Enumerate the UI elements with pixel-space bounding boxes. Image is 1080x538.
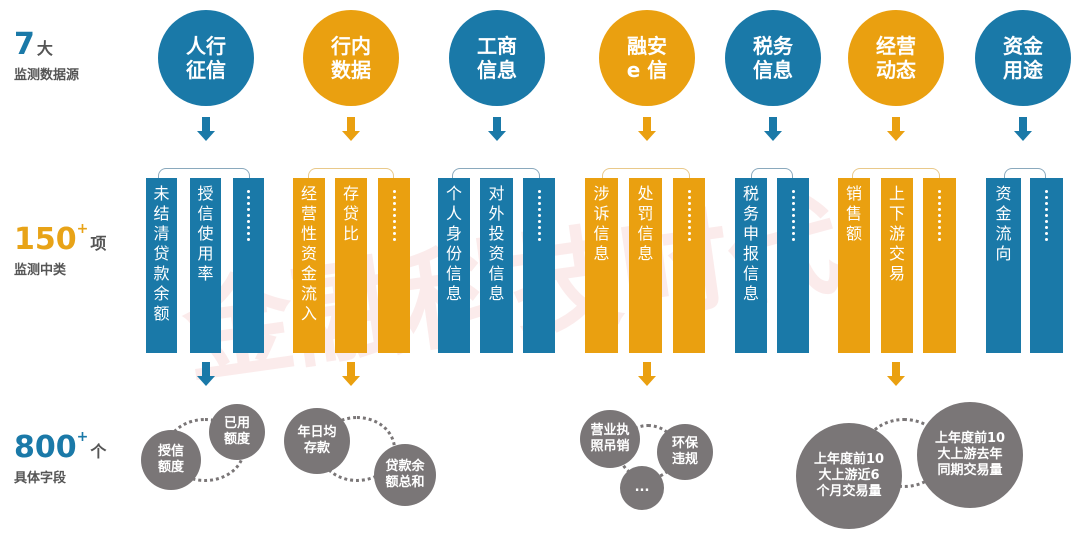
level-number: 800 — [14, 430, 77, 465]
down-arrow-icon — [197, 117, 215, 141]
category-label: 资金流向 — [995, 184, 1012, 263]
category-bar-more — [378, 178, 410, 353]
field-circle: 年日均 存款 — [284, 408, 350, 474]
category-bar-more — [673, 178, 705, 353]
category-bar: 未结清贷款余额 — [146, 178, 177, 353]
category-label: 涉诉信息 — [593, 184, 610, 263]
down-arrow-icon — [887, 362, 905, 386]
level-unit: 大 — [36, 39, 53, 58]
level-unit: 个 — [90, 442, 107, 461]
source-circle-rongan: 融安 e 信 — [599, 10, 695, 106]
category-bar-more — [523, 178, 555, 353]
category-bar: 处罚信息 — [629, 178, 662, 353]
category-bar: 资金流向 — [986, 178, 1021, 353]
category-bar: 授信使用率 — [190, 178, 221, 353]
level-unit: 项 — [90, 234, 107, 253]
field-circle: 环保 违规 — [657, 424, 713, 480]
category-label: 个人身份信息 — [446, 184, 463, 303]
field-circle: 已用 额度 — [209, 404, 265, 460]
source-circle-jingying: 经营 动态 — [848, 10, 944, 106]
ellipsis-dots-icon — [247, 184, 250, 242]
ellipsis-dots-icon — [938, 184, 941, 242]
down-arrow-icon — [488, 117, 506, 141]
ellipsis-dots-icon — [392, 184, 396, 242]
ellipsis-dots-icon — [687, 184, 691, 242]
category-bar-more — [777, 178, 809, 353]
field-circle: 营业执 照吊销 — [580, 410, 640, 468]
category-bar-more — [923, 178, 956, 353]
down-arrow-icon — [342, 117, 360, 141]
group-bracket — [852, 168, 940, 178]
category-label: 未结清贷款余额 — [153, 184, 170, 323]
category-bar: 个人身份信息 — [438, 178, 470, 353]
category-label: 授信使用率 — [197, 184, 214, 283]
level-caption: 具体字段 — [14, 471, 67, 486]
level-caption: 监测数据源 — [14, 68, 80, 83]
level-sup: + — [76, 221, 89, 237]
level-fields-label: 800+个 具体字段 — [14, 429, 107, 486]
ellipsis-dots-icon — [791, 184, 795, 242]
down-arrow-icon — [764, 117, 782, 141]
source-circle-renhang: 人行 征信 — [158, 10, 254, 106]
category-bar: 销售额 — [838, 178, 870, 353]
category-bar: 税务申报信息 — [735, 178, 767, 353]
category-label: 税务申报信息 — [743, 184, 760, 303]
ellipsis-dots-icon — [1045, 184, 1048, 242]
category-bar: 涉诉信息 — [585, 178, 618, 353]
category-label: 对外投资信息 — [488, 184, 505, 303]
field-circle: 贷款余 额总和 — [374, 444, 436, 506]
group-bracket — [158, 168, 250, 178]
category-label: 处罚信息 — [637, 184, 654, 263]
category-bar-more — [1030, 178, 1063, 353]
field-circle: ... — [620, 466, 664, 510]
field-circle: 上年度前10 大上游去年 同期交易量 — [917, 402, 1023, 508]
down-arrow-icon — [1014, 117, 1032, 141]
field-circle: 上年度前10 大上游近6 个月交易量 — [796, 423, 902, 529]
category-bar-more — [233, 178, 264, 353]
category-label: 存贷比 — [343, 184, 360, 243]
category-label: 上下游交易 — [889, 184, 906, 283]
category-bar: 对外投资信息 — [480, 178, 513, 353]
group-bracket — [751, 168, 793, 178]
down-arrow-icon — [887, 117, 905, 141]
group-bracket — [602, 168, 690, 178]
down-arrow-icon — [342, 362, 360, 386]
down-arrow-icon — [638, 117, 656, 141]
ellipsis-dots-icon — [537, 184, 541, 242]
category-label: 销售额 — [846, 184, 863, 243]
down-arrow-icon — [197, 362, 215, 386]
group-bracket — [1004, 168, 1046, 178]
down-arrow-icon — [638, 362, 656, 386]
source-circle-shuiwu: 税务 信息 — [725, 10, 821, 106]
field-circle: 授信 额度 — [141, 430, 201, 490]
category-label: 经营性资金流入 — [301, 184, 318, 323]
category-bar: 存贷比 — [335, 178, 367, 353]
level-number: 150 — [14, 222, 77, 257]
group-bracket — [452, 168, 540, 178]
level-number: 7 — [14, 27, 35, 62]
level-categories-label: 150+项 监测中类 — [14, 221, 107, 278]
source-circle-zijin: 资金 用途 — [975, 10, 1071, 106]
source-circle-gongshang: 工商 信息 — [449, 10, 545, 106]
category-bar: 经营性资金流入 — [293, 178, 325, 353]
group-bracket — [308, 168, 394, 178]
level-caption: 监测中类 — [14, 263, 67, 278]
source-circle-hangnei: 行内 数据 — [303, 10, 399, 106]
level-sup: + — [76, 429, 89, 445]
category-bar: 上下游交易 — [881, 178, 913, 353]
